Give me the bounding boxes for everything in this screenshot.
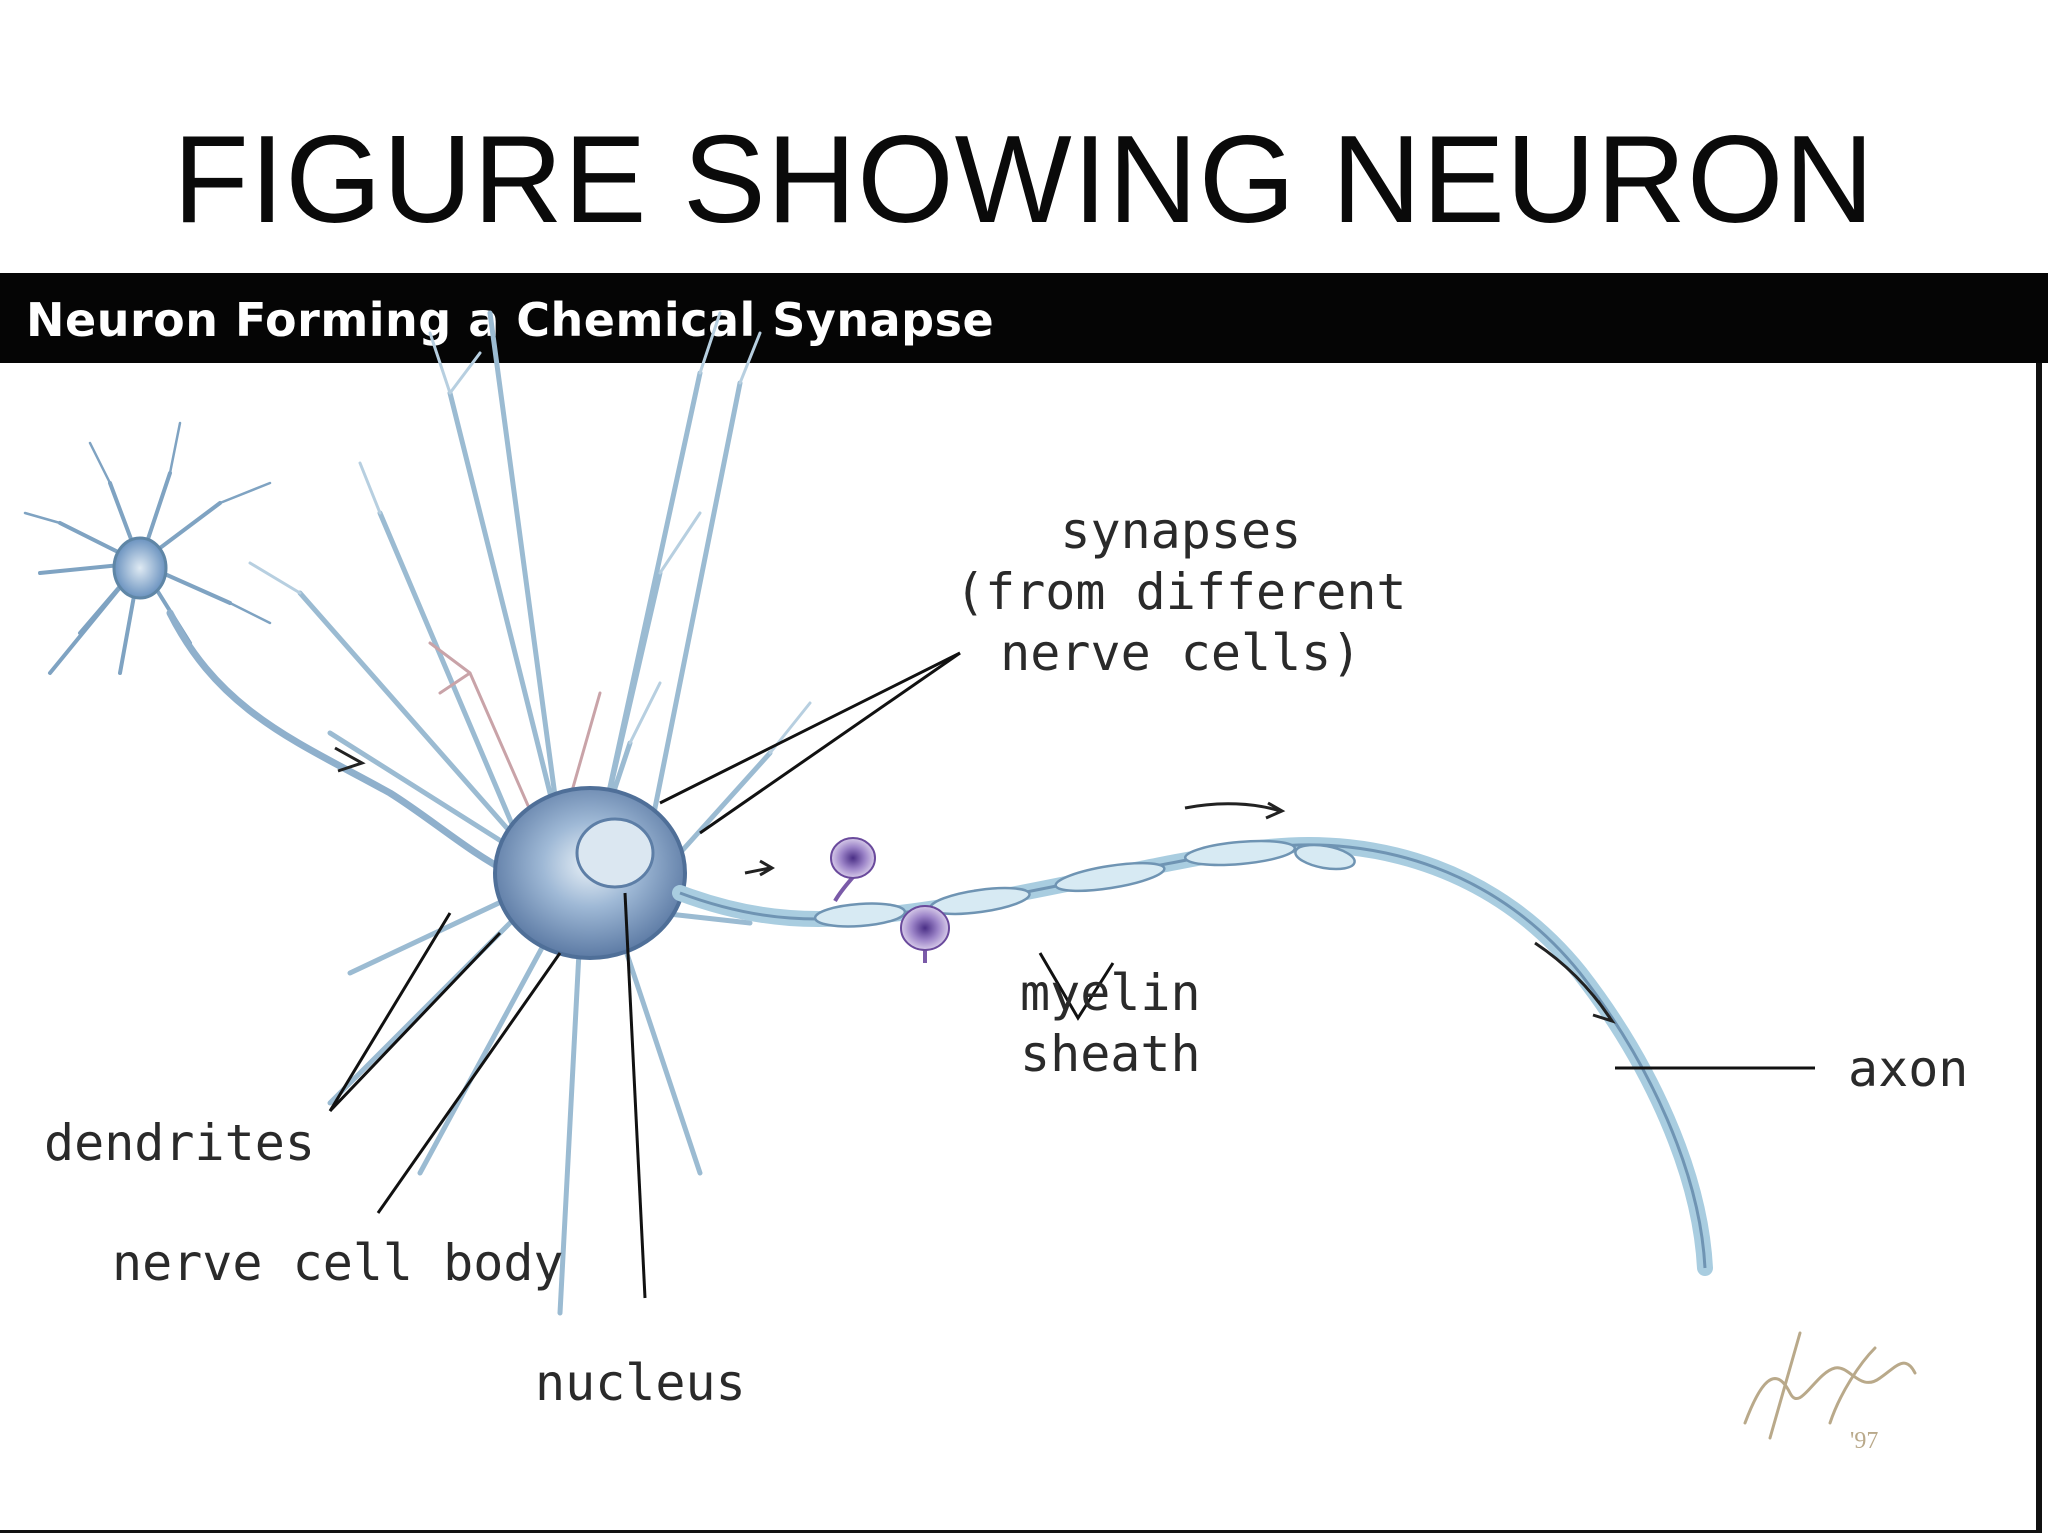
label-nerve-cell-body: nerve cell body — [112, 1234, 564, 1292]
axon-arrow-icon — [1184, 801, 1286, 820]
label-synapses: synapses (from different nerve cells) — [955, 501, 1407, 684]
synapse-knobs — [830, 837, 950, 963]
incoming-axon — [166, 609, 514, 877]
label-dendrites: dendrites — [44, 1114, 315, 1172]
label-axon: axon — [1848, 1040, 1969, 1098]
axon-arrow-icon-2 — [1534, 941, 1616, 1024]
label-myelin-line1: myelin — [1020, 964, 1201, 1022]
small-neuron-body — [112, 536, 168, 600]
label-synapses-line1: synapses — [1060, 502, 1302, 560]
figure-header-bar: Neuron Forming a Chemical Synapse — [0, 273, 2048, 363]
label-myelin-line2: sheath — [1020, 1025, 1201, 1083]
small-neuron — [23, 421, 272, 675]
label-synapses-line3: nerve cells) — [1000, 624, 1362, 682]
slide-title: FIGURE SHOWING NEURON — [173, 111, 1875, 249]
label-nucleus: nucleus — [535, 1354, 746, 1412]
nucleus-shape — [575, 817, 655, 889]
neuron-illustration: '97 — [23, 310, 1917, 1454]
artist-signature: '97 — [1743, 1331, 1917, 1454]
neuron-figure: Neuron Forming a Chemical Synapse — [0, 273, 2048, 1536]
leader-lines — [328, 651, 1815, 1299]
incoming-arrow-icon — [334, 746, 366, 773]
label-synapses-line2: (from different — [955, 563, 1407, 621]
myelin-segments — [813, 839, 1356, 928]
main-dendrites — [248, 310, 812, 1316]
label-myelin-sheath: myelin sheath — [1020, 963, 1201, 1085]
figure-frame — [0, 363, 2042, 1533]
outgoing-arrow-icon — [744, 859, 775, 877]
svg-text:'97: '97 — [1850, 1428, 1878, 1454]
figure-header-title: Neuron Forming a Chemical Synapse — [26, 293, 995, 347]
